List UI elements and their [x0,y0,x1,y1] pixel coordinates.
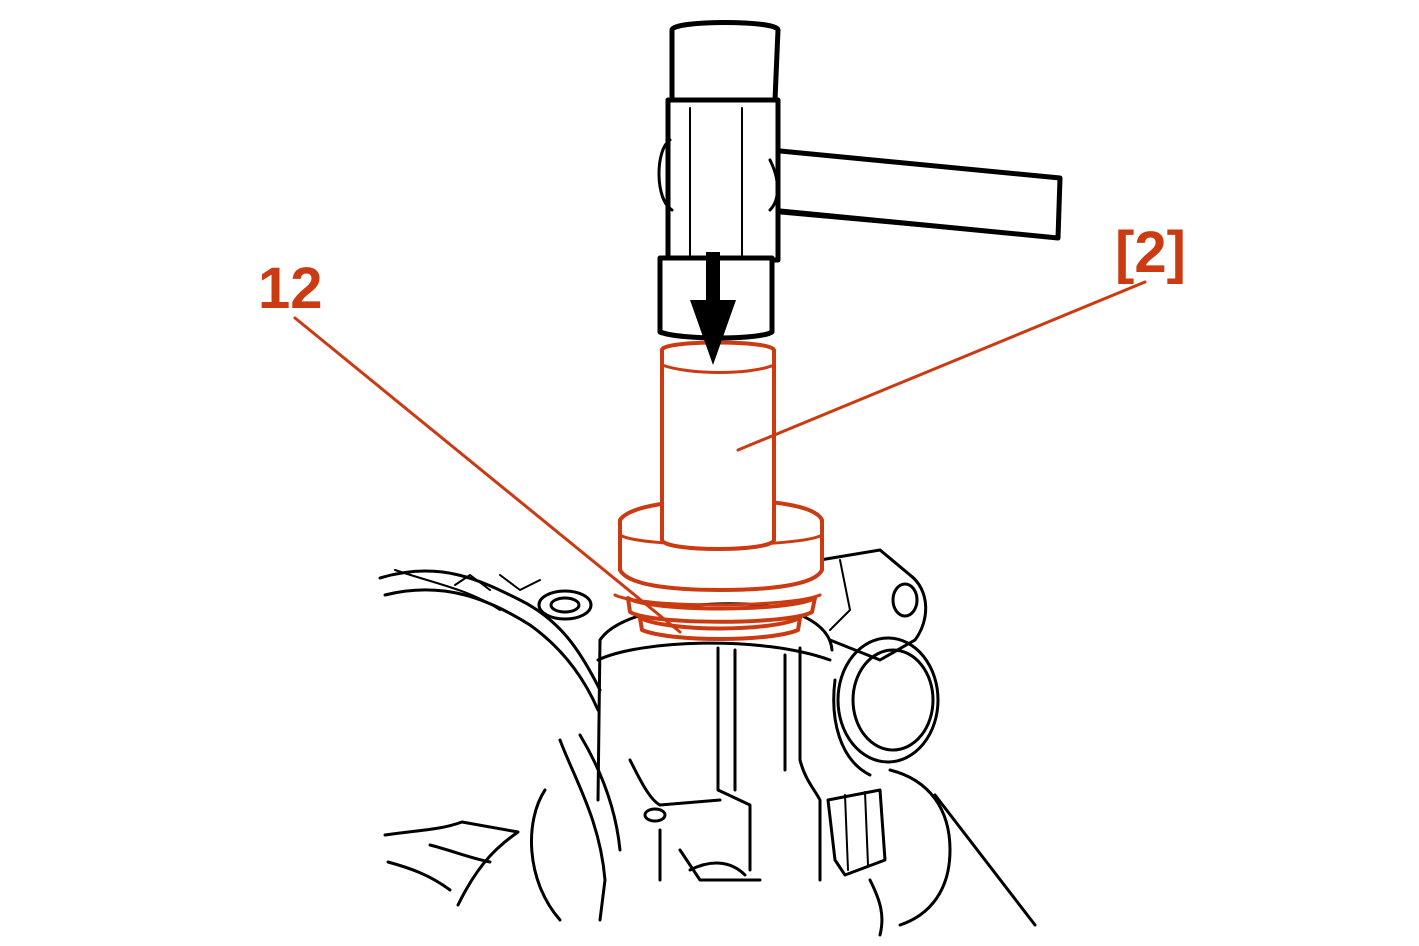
installer-tool [618,340,824,592]
seal-part [613,593,822,641]
leader-line-part [293,316,682,634]
hammer-icon [657,20,1063,341]
callout-tool-number: [2] [1115,220,1186,285]
callout-part-number: 12 [258,256,323,321]
arrow-down-icon [690,252,736,365]
leader-line-tool [736,280,1147,452]
housing-body [378,548,1037,937]
